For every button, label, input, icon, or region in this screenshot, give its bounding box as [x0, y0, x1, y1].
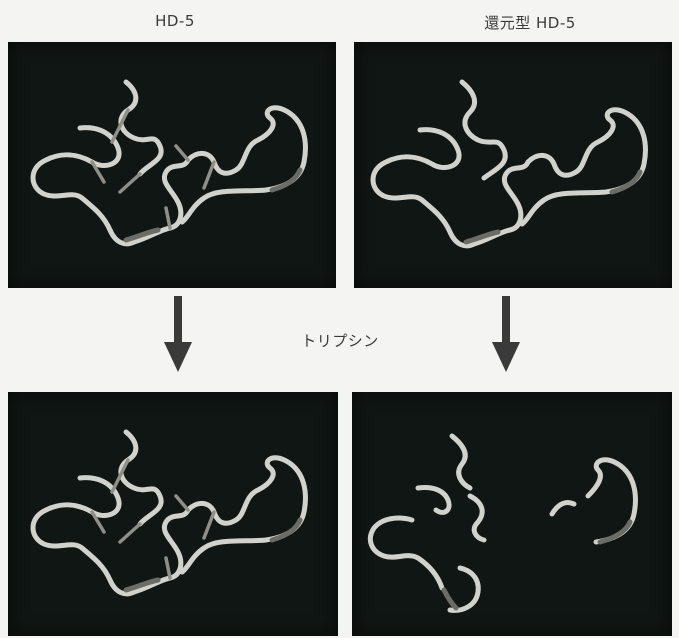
label-reduced-hd5: 還元型 HD-5	[440, 12, 620, 33]
panel-reduced-hd5	[354, 42, 672, 288]
arrow-down-left	[160, 296, 196, 374]
reduced-hd5-trypsin-fragments	[352, 392, 672, 636]
label-trypsin: トリプシン	[270, 330, 410, 351]
arrow-down-right	[488, 296, 524, 374]
reduced-hd5-structure	[354, 42, 672, 288]
panel-reduced-hd5-trypsin	[352, 392, 672, 636]
label-hd5: HD-5	[125, 12, 225, 30]
hd5-structure	[8, 42, 336, 288]
panel-hd5-trypsin	[8, 392, 338, 636]
panel-hd5	[8, 42, 336, 288]
hd5-trypsin-structure	[8, 392, 338, 636]
